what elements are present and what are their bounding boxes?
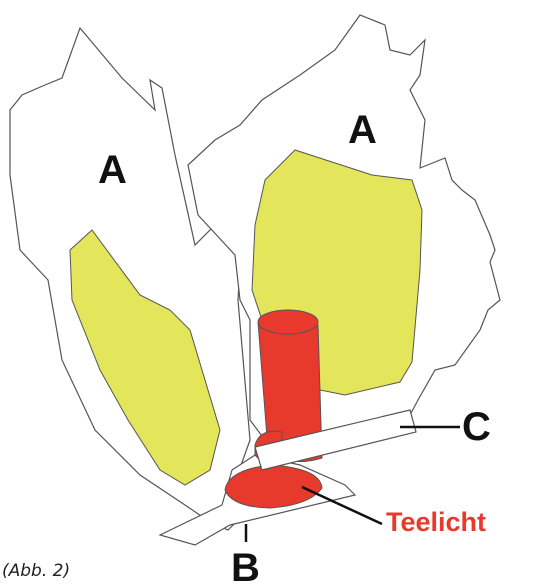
figure-caption: (Abb. 2)	[2, 561, 70, 581]
label-a-right: A	[348, 108, 377, 152]
label-a-left: A	[98, 148, 127, 192]
label-b: B	[231, 546, 260, 588]
label-c: C	[462, 405, 491, 449]
red-cylinder-top	[258, 310, 318, 334]
label-teelicht: Teelicht	[386, 507, 486, 537]
